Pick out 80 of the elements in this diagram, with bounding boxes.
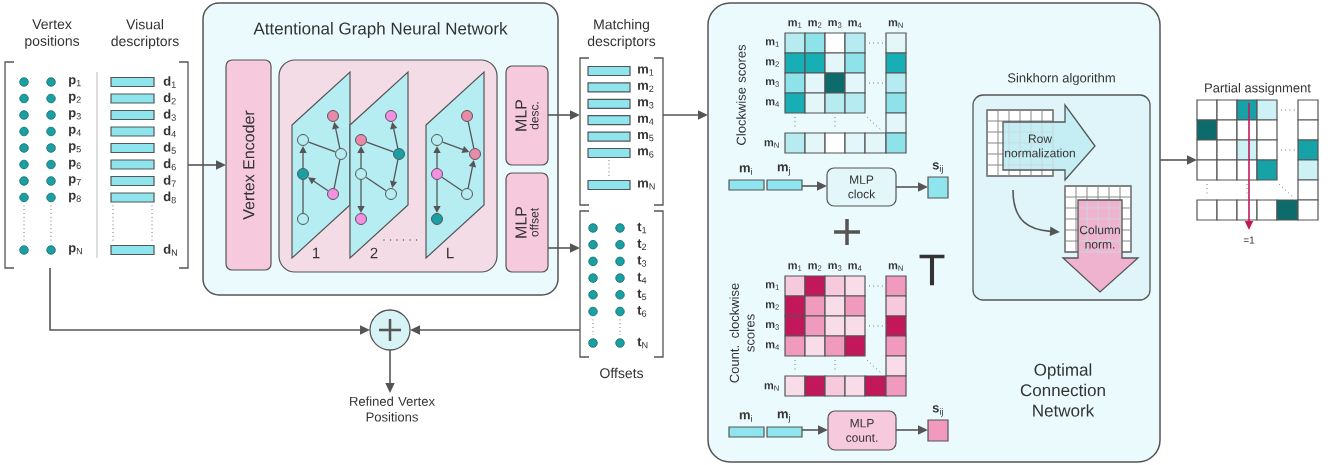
vector-label: m$_{4}$ <box>638 115 654 125</box>
vector-label: d$_{3}$ <box>163 109 176 121</box>
matrix-label: m$_{4}$ <box>765 99 780 107</box>
vector-label: t$_{4}$ <box>637 272 647 284</box>
vector-label: m$_{1}$ <box>638 66 654 76</box>
mlp-box: MLP clock <box>826 167 897 207</box>
matrix-title: Count. clockwise scores <box>729 283 755 383</box>
matrix-label: m$_{N}$ <box>764 383 779 391</box>
matrix-label: m$_{N}$ <box>764 140 779 148</box>
vector-label: d$_{4}$ <box>163 125 176 138</box>
matrix-label: m$_{2}$ <box>765 59 779 67</box>
transpose-sign: T <box>919 254 945 286</box>
matrix-label: m$_{2}$ <box>808 20 822 28</box>
vector-label: m$_{j}$ <box>777 164 790 176</box>
encoder-box: Vertex Encoder <box>225 59 272 271</box>
vector-label: p$_{6}$ <box>69 159 81 170</box>
mlp-box: MLP desc. <box>505 65 549 166</box>
panel-title: Attentional Graph Neural Network <box>253 22 508 38</box>
matrix-label: m$_{1}$ <box>765 282 779 290</box>
matrix-label: m$_{N}$ <box>888 20 903 28</box>
matrix-label: m$_{1}$ <box>765 39 779 47</box>
vector-label: t$_{3}$ <box>637 256 647 267</box>
vector-label: p$_{3}$ <box>69 110 81 120</box>
column-heading: Offsets <box>600 367 644 379</box>
vector-label: d$_{8}$ <box>163 191 176 204</box>
plus-circle <box>369 309 411 351</box>
vector-label: t$_{1}$ <box>637 222 647 234</box>
column-heading: Vertex positions <box>25 19 80 49</box>
matrix-title: Clockwise scores <box>736 44 746 145</box>
layer-number: L <box>447 247 454 259</box>
vector-label: m$_{6}$ <box>638 148 654 158</box>
vector-label: p$_{5}$ <box>69 143 81 153</box>
vector-label: p$_{8}$ <box>69 192 81 203</box>
matrix-label: m$_{2}$ <box>808 263 822 271</box>
vector-label: p$_{1}$ <box>69 77 81 87</box>
box-heading: Sinkhorn algorithm <box>1007 72 1115 86</box>
vector-label: d$_{N}$ <box>163 244 177 256</box>
vector-label: d$_{1}$ <box>163 76 176 88</box>
column-heading: Visual descriptors <box>111 19 179 49</box>
matrix-label: m$_{3}$ <box>828 20 842 28</box>
layer-number: 1 <box>313 247 320 259</box>
caption-text: Refined Vertex Positions <box>350 396 435 422</box>
vector-label: d$_{2}$ <box>163 92 176 105</box>
vector-label: m$_{i}$ <box>739 165 752 175</box>
vector-label: d$_{7}$ <box>163 175 176 187</box>
vector-label: p$_{4}$ <box>69 126 81 137</box>
vector-label: m$_{2}$ <box>638 82 654 92</box>
matrix-label: m$_{4}$ <box>765 342 780 350</box>
vector-label: m$_{j}$ <box>777 411 790 423</box>
vector-label: m$_{5}$ <box>638 132 654 142</box>
score-label: s$_{ij}$ <box>932 405 943 417</box>
vector-label: t$_{6}$ <box>637 306 647 317</box>
vector-label: d$_{5}$ <box>163 142 176 154</box>
panel-title: Optimal Connection Network <box>1020 363 1105 417</box>
score-label: s$_{ij}$ <box>932 162 943 174</box>
matrix-label: m$_{N}$ <box>888 263 903 271</box>
vector-label: m$_{i}$ <box>739 412 752 422</box>
matrix-label: m$_{2}$ <box>765 302 779 310</box>
vector-label: m$_{N}$ <box>638 180 655 190</box>
vector-label: p$_{7}$ <box>69 176 81 186</box>
matrix-label: m$_{1}$ <box>788 263 802 271</box>
mlp-box: MLP count. <box>827 410 897 451</box>
matrix-label: m$_{4}$ <box>848 263 862 271</box>
sum-label: =1 <box>1243 236 1255 244</box>
mlp-box: MLP offset <box>505 172 549 273</box>
vector-label: t$_{2}$ <box>637 239 647 251</box>
matrix-label: m$_{3}$ <box>765 79 779 87</box>
vector-label: d$_{6}$ <box>163 158 176 171</box>
vector-label: t$_{5}$ <box>637 289 647 301</box>
vector-label: t$_{N}$ <box>637 337 648 349</box>
matrix-title: Partial assignment <box>1205 82 1311 96</box>
matrix-label: m$_{3}$ <box>765 322 779 330</box>
matrix-label: m$_{4}$ <box>848 20 862 28</box>
layer-number: 2 <box>370 247 378 259</box>
vector-label: p$_{N}$ <box>69 245 82 255</box>
matrix-label: m$_{3}$ <box>828 263 842 271</box>
matrix-label: m$_{1}$ <box>788 20 802 28</box>
vector-label: m$_{3}$ <box>638 99 654 109</box>
column-heading: Matching descriptors <box>587 19 656 49</box>
vector-label: p$_{2}$ <box>69 93 81 104</box>
